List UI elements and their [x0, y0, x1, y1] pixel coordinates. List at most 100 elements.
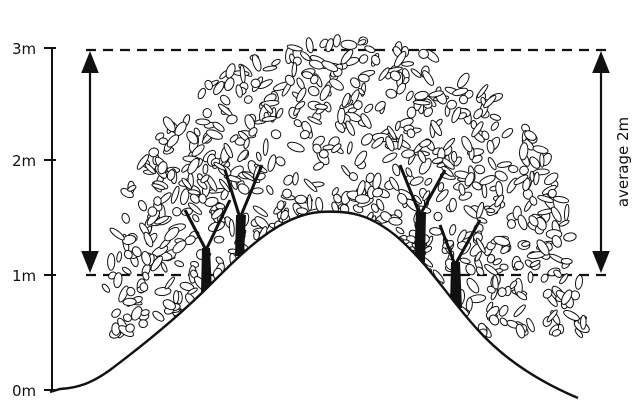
leaf — [122, 297, 137, 307]
leaf — [350, 77, 361, 89]
leaf — [424, 177, 433, 186]
leaf — [360, 113, 372, 129]
leaf — [401, 61, 415, 67]
leaf — [153, 196, 162, 206]
leaf — [166, 134, 180, 148]
leaf — [212, 121, 225, 132]
leaf — [513, 304, 526, 318]
leaf — [388, 216, 403, 226]
trunk-1 — [201, 248, 212, 292]
leaf — [547, 188, 557, 198]
leaf — [558, 219, 570, 227]
tick-label-1m: 1m — [12, 267, 36, 285]
leaf — [101, 283, 111, 293]
leaf — [357, 39, 367, 46]
leaf — [253, 230, 260, 241]
leaf — [428, 90, 444, 98]
leaf — [500, 245, 510, 254]
leaf — [172, 207, 182, 217]
leaf — [430, 119, 443, 137]
leaf — [237, 149, 249, 162]
leaf — [501, 128, 514, 139]
leaf — [385, 88, 398, 99]
leaf — [294, 194, 308, 204]
leaf — [263, 103, 274, 114]
leaf — [378, 67, 390, 81]
leaf — [465, 263, 476, 276]
branch — [398, 164, 422, 216]
leaf — [187, 202, 203, 215]
leaf — [488, 314, 500, 326]
leaf — [532, 145, 549, 154]
leaf — [528, 215, 539, 227]
leaf — [202, 163, 209, 175]
leaf — [490, 121, 500, 131]
leaf — [449, 224, 457, 236]
leaf — [157, 161, 168, 175]
leaf — [475, 237, 486, 254]
leaf — [280, 209, 289, 221]
leaf — [275, 156, 286, 167]
leaf — [262, 138, 269, 156]
leaf — [313, 161, 325, 171]
leaf — [179, 188, 190, 206]
leaf — [307, 116, 323, 125]
leaf — [235, 84, 243, 98]
branch — [418, 169, 447, 216]
leaf — [307, 85, 320, 97]
leaf — [329, 78, 344, 91]
leaf — [372, 187, 384, 198]
leaf — [540, 273, 549, 283]
leaf — [261, 115, 277, 122]
leaf — [539, 152, 545, 168]
leaf — [418, 158, 432, 175]
leaf — [533, 171, 540, 186]
leaf — [334, 121, 346, 133]
leaf — [250, 78, 261, 89]
leaf — [270, 129, 282, 140]
leaf — [364, 45, 376, 54]
leaf — [131, 246, 142, 258]
leaf — [306, 194, 313, 212]
leaf — [506, 219, 517, 229]
leaf — [197, 87, 206, 100]
leaf — [376, 198, 385, 211]
trunk-2 — [235, 215, 246, 256]
leaf — [579, 314, 587, 330]
leaf — [452, 87, 469, 97]
leaf — [432, 157, 444, 165]
leaf — [140, 309, 150, 317]
leaf — [422, 190, 431, 202]
tick-label-2m: 2m — [12, 152, 36, 170]
tick-label-0m: 0m — [12, 382, 36, 400]
leaf — [262, 65, 278, 72]
leaf — [331, 143, 342, 154]
leaf — [319, 84, 331, 101]
leaf — [243, 95, 253, 104]
leaf — [486, 254, 496, 264]
leaf — [517, 214, 528, 231]
leaf — [442, 137, 456, 151]
leaf — [360, 133, 374, 146]
leaf — [529, 259, 541, 268]
leaf — [489, 113, 502, 121]
leaf — [418, 48, 429, 59]
leaf — [406, 106, 417, 119]
leaf — [394, 120, 401, 132]
leaf — [192, 214, 200, 223]
leaf — [299, 130, 310, 140]
leaf — [193, 127, 201, 137]
leaf — [138, 319, 148, 329]
leaf — [413, 194, 422, 205]
leaf — [340, 39, 358, 50]
leaf — [223, 142, 234, 159]
leaf — [158, 137, 169, 145]
leaf — [332, 34, 341, 48]
leaf — [321, 60, 339, 72]
leaf — [186, 130, 199, 145]
leaf — [479, 175, 496, 186]
leaf — [524, 130, 537, 141]
leaf — [195, 118, 211, 126]
leaf — [550, 206, 562, 223]
leaf — [446, 99, 457, 110]
